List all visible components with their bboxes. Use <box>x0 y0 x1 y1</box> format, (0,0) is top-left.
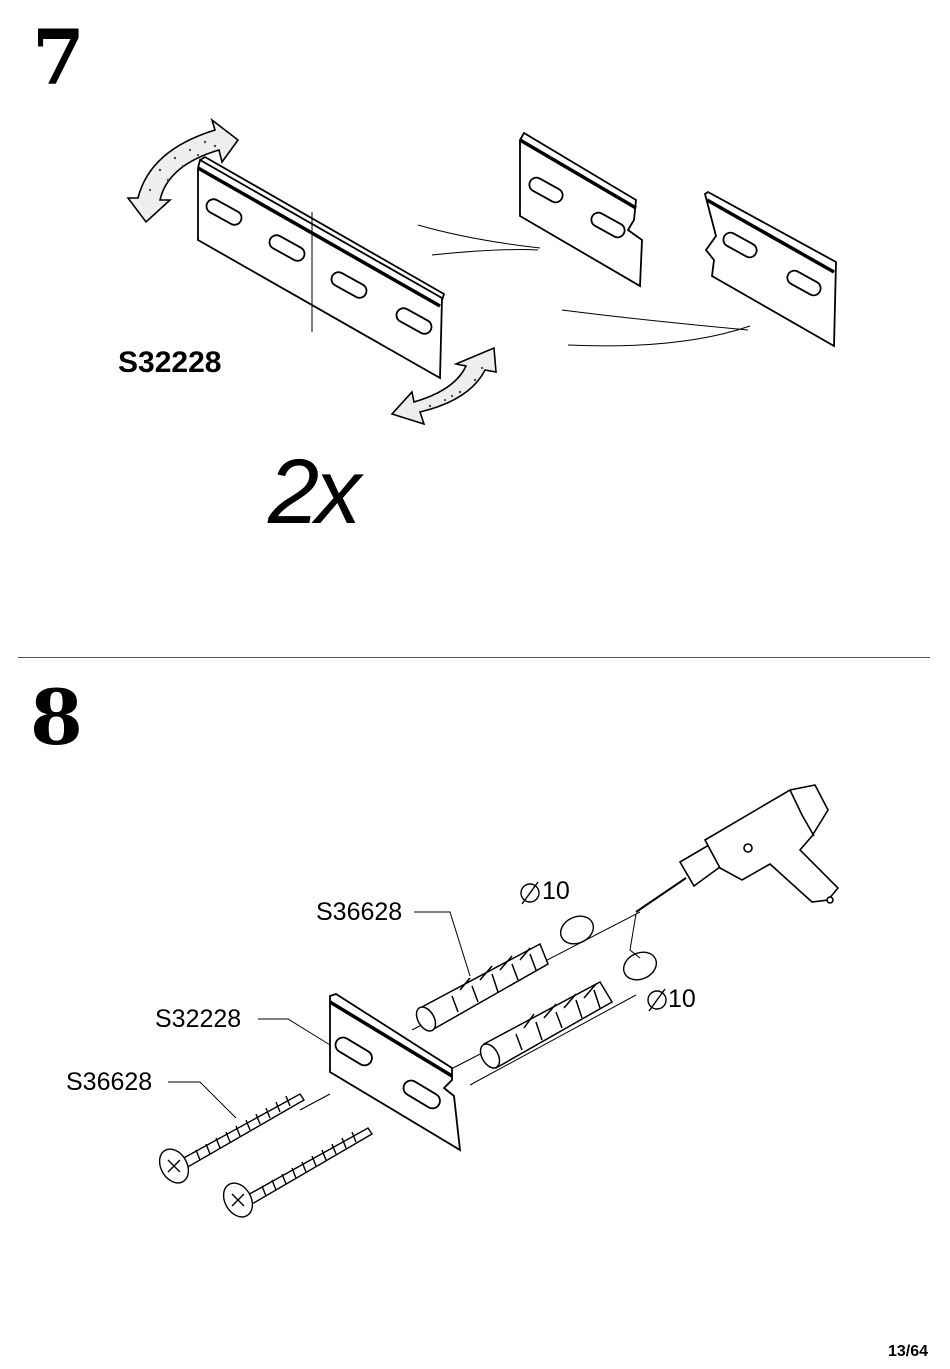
wall-plug-icon-lower <box>477 982 612 1071</box>
quantity-label: 2x <box>268 440 357 545</box>
bracket-half-right <box>705 192 836 346</box>
wall-bracket-icon <box>330 994 460 1150</box>
dowel-part-label: S36628 <box>316 898 402 927</box>
step-8-number: 8 <box>30 680 83 756</box>
drill-icon <box>636 785 838 912</box>
part-code-label: S32228 <box>118 346 221 380</box>
step-divider <box>18 657 930 658</box>
bracket-part-label: S32228 <box>155 1005 241 1034</box>
step-7-illustration <box>0 0 950 660</box>
bracket-half-left <box>520 133 642 286</box>
bracket-s32228-drawing <box>198 157 444 378</box>
drill-diameter-label-1: 10 <box>542 877 570 906</box>
wall-plug-icon-upper <box>413 944 548 1034</box>
drill-hole-marks <box>556 911 661 985</box>
screw-part-label: S36628 <box>66 1068 152 1097</box>
screw-icon-upper <box>154 1094 304 1188</box>
screw-icon-lower <box>218 1128 372 1222</box>
page-number: 13/64 <box>888 1343 928 1361</box>
drill-diameter-label-2: 10 <box>668 985 696 1014</box>
